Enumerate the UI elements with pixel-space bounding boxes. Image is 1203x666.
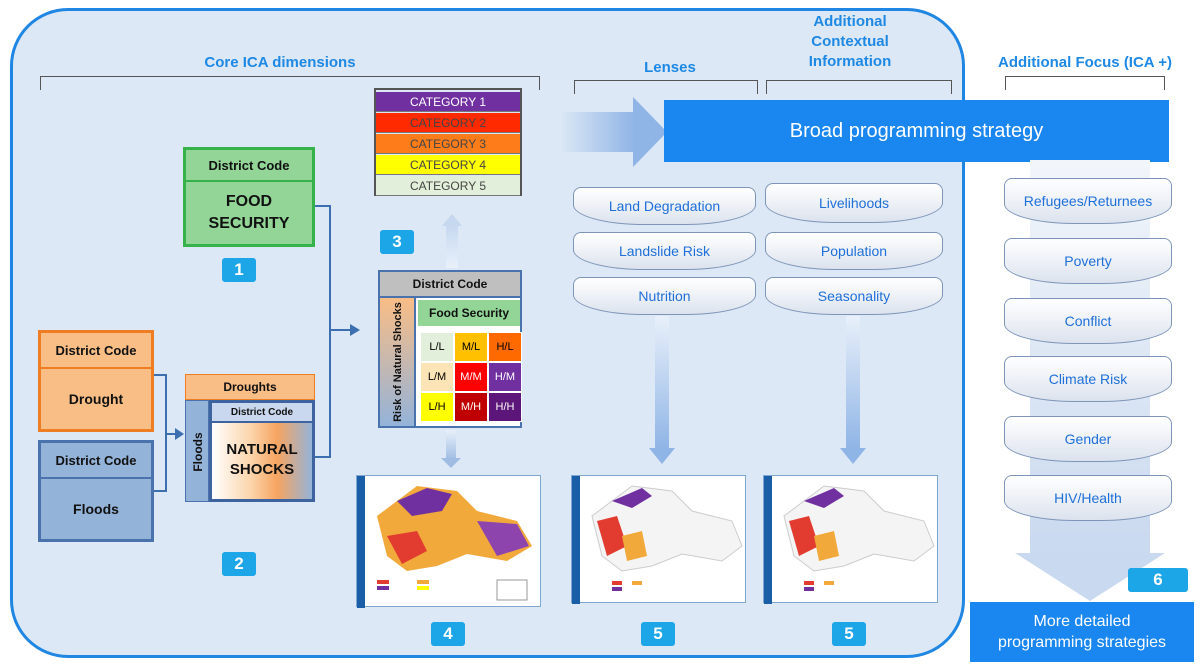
number-1: 1 bbox=[222, 258, 256, 282]
number-2: 2 bbox=[222, 552, 256, 576]
matrix-cell: L/H bbox=[420, 392, 454, 422]
header-core: Core ICA dimensions bbox=[204, 54, 356, 71]
matrix-food-security: Food Security bbox=[418, 300, 520, 326]
category-1: CATEGORY 1 bbox=[376, 92, 520, 112]
connector bbox=[154, 490, 166, 492]
lens-land-degradation: Land Degradation bbox=[573, 187, 756, 225]
connector bbox=[329, 329, 351, 331]
floods-side-label: Floods bbox=[191, 432, 205, 472]
context-livelihoods: Livelihoods bbox=[765, 183, 943, 223]
arrow-down-head bbox=[441, 458, 461, 468]
broad-programming-strategy: Broad programming strategy bbox=[664, 100, 1169, 162]
droughts-label: Droughts bbox=[223, 380, 277, 394]
brace-core bbox=[40, 76, 540, 90]
connector bbox=[315, 456, 330, 458]
connector bbox=[329, 205, 331, 458]
floods-label: Floods bbox=[73, 501, 119, 517]
focus-poverty: Poverty bbox=[1004, 238, 1172, 284]
map-thumbnail-ica bbox=[356, 475, 541, 608]
number-3: 3 bbox=[380, 230, 414, 254]
number-6: 6 bbox=[1128, 568, 1188, 592]
header-context-line-3: Information bbox=[808, 53, 892, 70]
focus-conflict: Conflict bbox=[1004, 298, 1172, 344]
natural-shocks-label: NATURAL SHOCKS bbox=[226, 441, 298, 478]
map-lenses-image bbox=[572, 476, 743, 604]
drought-district-code: District Code bbox=[41, 333, 151, 369]
lenses-down-arrow-head bbox=[649, 448, 675, 464]
risk-label: Risk of Natural Shocks bbox=[392, 302, 404, 422]
number-4: 4 bbox=[431, 622, 465, 646]
matrix-cell: H/L bbox=[488, 332, 522, 362]
context-down-arrow-head bbox=[840, 448, 866, 464]
matrix-cell: H/M bbox=[488, 362, 522, 392]
context-population: Population bbox=[765, 232, 943, 270]
food-security-label: FOOD SECURITY bbox=[208, 193, 290, 232]
focus-climate-risk: Climate Risk bbox=[1004, 356, 1172, 402]
header-additional-focus: Additional Focus (ICA +) bbox=[997, 54, 1173, 71]
header-context-line-1: Additional bbox=[813, 13, 887, 30]
category-4: CATEGORY 4 bbox=[376, 155, 520, 175]
brace-lenses bbox=[574, 80, 758, 94]
map-thumbnail-context bbox=[763, 475, 938, 604]
shocks-district-code: District Code bbox=[212, 403, 312, 423]
lens-nutrition: Nutrition bbox=[573, 277, 756, 315]
floods-side-box: Floods bbox=[185, 400, 209, 502]
detailed-line-1: More detailed bbox=[1033, 613, 1131, 630]
floods-box: District Code Floods bbox=[38, 440, 154, 542]
focus-hiv-health: HIV/Health bbox=[1004, 475, 1172, 521]
food-district-code: District Code bbox=[186, 150, 312, 182]
category-2: CATEGORY 2 bbox=[376, 113, 520, 133]
number-5-context: 5 bbox=[832, 622, 866, 646]
big-arrow-shaft bbox=[560, 112, 635, 152]
drought-label: Drought bbox=[68, 391, 124, 407]
big-arrow-head bbox=[633, 97, 667, 167]
connector bbox=[315, 205, 330, 207]
arrow-down-shaft bbox=[446, 430, 456, 460]
header-additional-context: Additional Contextual Information bbox=[770, 12, 930, 72]
matrix-district-code: District Code bbox=[380, 272, 520, 298]
arrow-up-head bbox=[442, 214, 462, 226]
matrix-cell: L/L bbox=[420, 332, 454, 362]
arrowhead bbox=[175, 428, 184, 440]
category-3: CATEGORY 3 bbox=[376, 134, 520, 154]
floods-district-code: District Code bbox=[41, 443, 151, 479]
map-context-image bbox=[764, 476, 935, 604]
natural-shocks-box: District Code NATURAL SHOCKS bbox=[209, 400, 315, 502]
header-lenses: Lenses bbox=[644, 59, 696, 76]
brace-context bbox=[766, 80, 952, 94]
connector bbox=[154, 374, 166, 376]
brace-focus bbox=[1005, 76, 1165, 90]
matrix-cell: H/H bbox=[488, 392, 522, 422]
arrowhead bbox=[350, 324, 360, 336]
map-ica-image bbox=[357, 476, 532, 608]
connector bbox=[165, 433, 177, 435]
detailed-line-2: programming strategies bbox=[997, 634, 1167, 651]
matrix-cell: M/H bbox=[454, 392, 488, 422]
matrix-cell: M/L bbox=[454, 332, 488, 362]
risk-side-bar: Risk of Natural Shocks bbox=[380, 298, 416, 426]
lenses-down-arrow-shaft bbox=[655, 316, 669, 450]
category-5: CATEGORY 5 bbox=[376, 176, 520, 196]
map-thumbnail-lenses bbox=[571, 475, 746, 604]
more-detailed-strategies: More detailed programming strategies bbox=[970, 602, 1194, 662]
lens-landslide-risk: Landslide Risk bbox=[573, 232, 756, 270]
number-5-lenses: 5 bbox=[641, 622, 675, 646]
focus-gender: Gender bbox=[1004, 416, 1172, 462]
matrix-cell: L/M bbox=[420, 362, 454, 392]
food-security-box: District Code FOOD SECURITY bbox=[183, 147, 315, 247]
context-down-arrow-shaft bbox=[846, 316, 860, 450]
header-context-line-2: Contextual bbox=[811, 33, 889, 50]
context-seasonality: Seasonality bbox=[765, 277, 943, 315]
focus-refugees: Refugees/Returnees bbox=[1004, 178, 1172, 224]
matrix-box: District Code Risk of Natural Shocks Foo… bbox=[378, 270, 522, 428]
arrow-up-shaft bbox=[446, 224, 458, 268]
matrix-cell: M/M bbox=[454, 362, 488, 392]
droughts-header-box: Droughts bbox=[185, 374, 315, 400]
drought-box: District Code Drought bbox=[38, 330, 154, 432]
